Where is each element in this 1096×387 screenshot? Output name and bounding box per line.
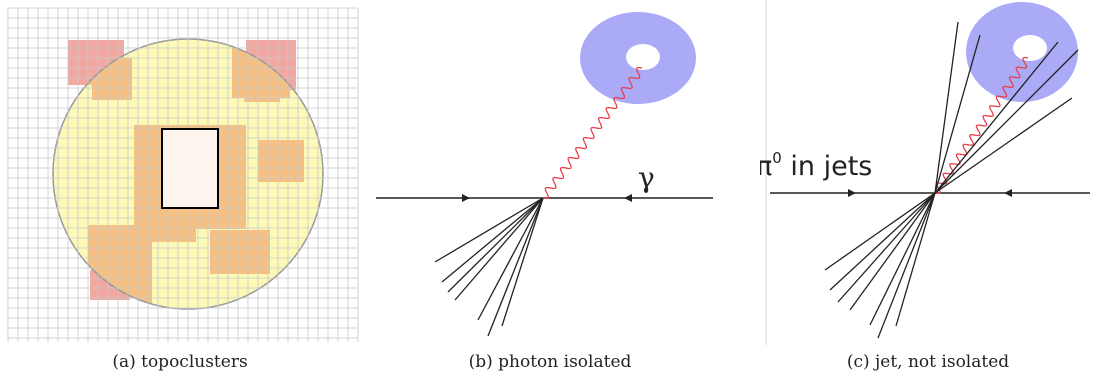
jet-tracks xyxy=(434,197,544,337)
topocluster-diagram xyxy=(7,7,359,342)
caption-b: (b) photon isolated xyxy=(468,352,632,372)
beam-arrow-right xyxy=(1004,189,1012,197)
panel-jet-not-isolated: π0 in jets (c) jet, not isolated xyxy=(760,0,1096,387)
caption-a: (a) topoclusters xyxy=(112,352,248,372)
gamma-label: γ xyxy=(638,161,655,194)
beam-arrow-left xyxy=(848,189,856,197)
ring-hole xyxy=(1013,35,1047,61)
pi0-in-jets-label: π0 in jets xyxy=(760,149,872,182)
beam-arrow-right xyxy=(624,194,632,202)
photon-diagram: γ xyxy=(376,12,713,337)
ring-hole xyxy=(626,44,660,70)
panel-topoclusters: (a) topoclusters xyxy=(0,0,360,387)
beam-arrow-left xyxy=(462,194,470,202)
panel-photon-isolated: γ (b) photon isolated xyxy=(370,0,730,387)
photon-line xyxy=(542,66,643,200)
caption-c: (c) jet, not isolated xyxy=(846,352,1010,372)
jet-diagram: π0 in jets xyxy=(760,0,1090,345)
central-cell xyxy=(161,128,219,209)
jet-tracks xyxy=(824,21,1079,339)
pi0-photon-line xyxy=(934,56,1029,195)
